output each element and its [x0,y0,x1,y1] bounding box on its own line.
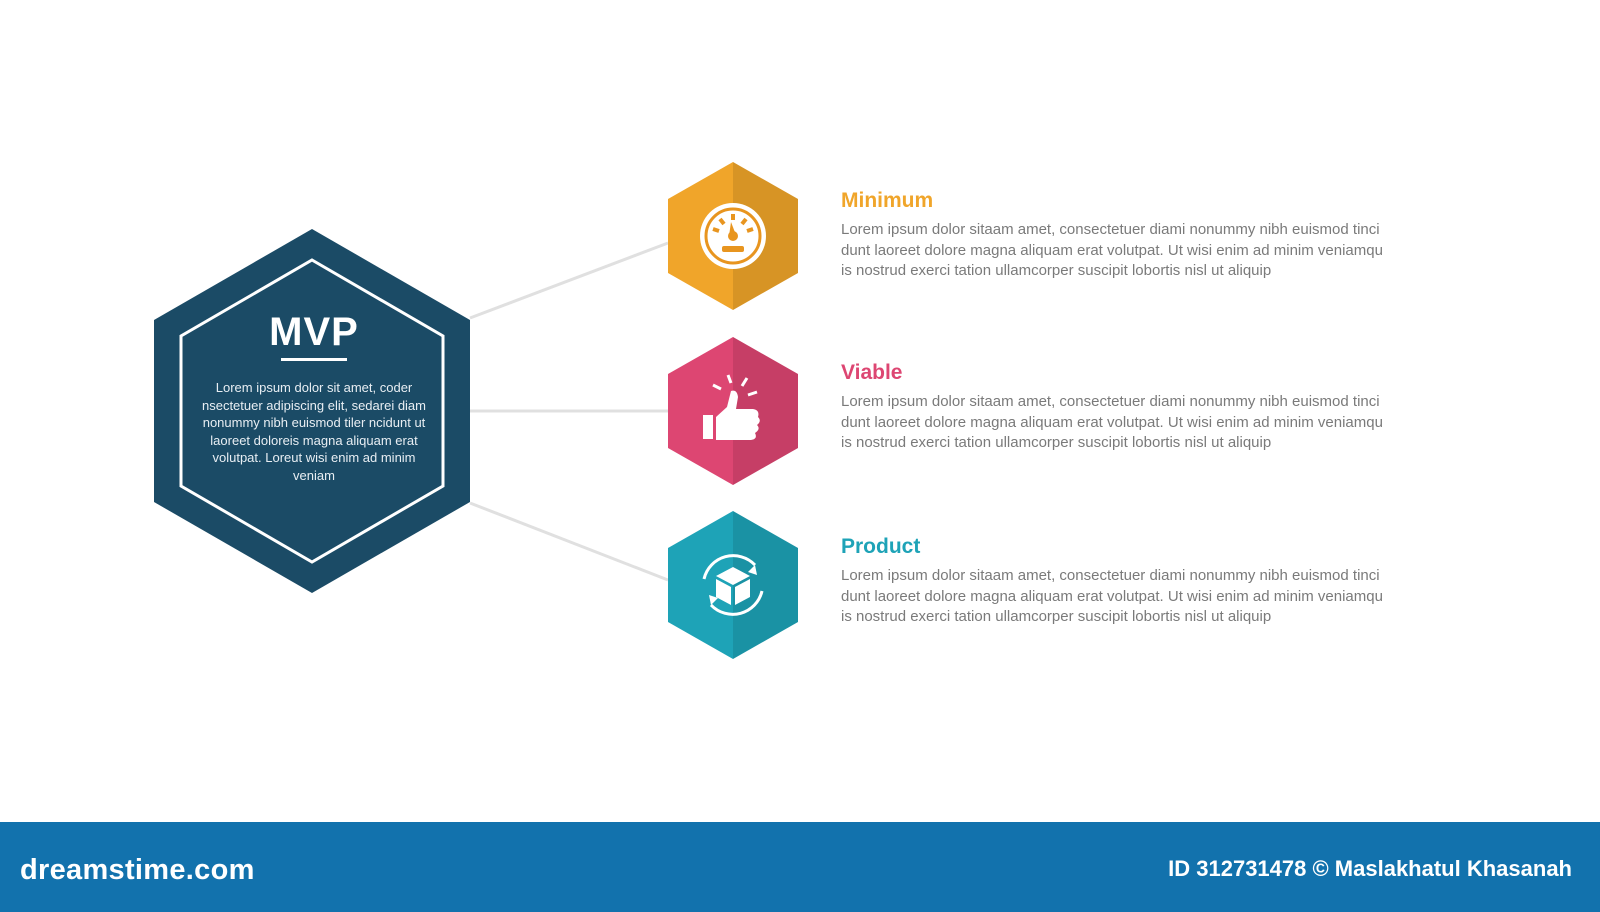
description-line: Lorem ipsum dolor sitaam amet, consectet… [841,393,1380,410]
description-line: is nostrud exerci tation ullamcorper sus… [841,434,1272,451]
description-line: Lorem ipsum dolor sitaam amet, consectet… [841,567,1380,584]
footer-bar: dreamstime.com ID 312731478 © Maslakhatu… [0,822,1600,912]
mvp-title-underline [281,358,347,361]
mvp-text-block: MVP Lorem ipsum dolor sit amet, coder ns… [200,310,428,484]
diagram-canvas [154,162,798,659]
infographic: MVP Lorem ipsum dolor sit amet, coder ns… [154,162,1441,659]
mvp-hexagon [154,229,470,593]
item-description-viable: Lorem ipsum dolor sitaam amet, consectet… [841,392,1441,454]
mvp-description: Lorem ipsum dolor sit amet, coder nsecte… [201,380,426,483]
footer-credit: ID 312731478 © Maslakhatul Khasanah [1168,856,1572,881]
item-minimum: Minimum Lorem ipsum dolor sitaam amet, c… [841,188,1441,282]
connector-line-product [469,501,669,582]
item-description-product: Lorem ipsum dolor sitaam amet, consectet… [841,566,1441,628]
item-description-minimum: Lorem ipsum dolor sitaam amet, consectet… [841,220,1441,282]
item-title-product: Product [841,535,921,558]
mvp-hexagon-outline [179,258,445,564]
description-line: is nostrud exerci tation ullamcorper sus… [841,262,1272,279]
speedometer-icon [700,203,766,269]
mvp-title: MVP [269,310,359,354]
item-product: Product Lorem ipsum dolor sitaam amet, c… [841,534,1441,628]
description-line: is nostrud exerci tation ullamcorper sus… [841,608,1272,625]
footer-logo[interactable]: dreamstime.com [20,854,255,886]
description-line: dunt laoreet dolore magna aliquam erat v… [841,587,1383,605]
box-cycle-icon [702,554,764,616]
description-line: dunt laoreet dolore magna aliquam erat v… [841,413,1383,431]
description-line: dunt laoreet dolore magna aliquam erat v… [841,241,1383,259]
item-viable: Viable Lorem ipsum dolor sitaam amet, co… [841,360,1441,454]
description-line: Lorem ipsum dolor sitaam amet, consectet… [841,221,1380,238]
item-title-minimum: Minimum [841,189,934,212]
item-title-viable: Viable [841,361,903,384]
connector-line-minimum [469,241,669,320]
thumbs-up-icon [703,374,760,440]
